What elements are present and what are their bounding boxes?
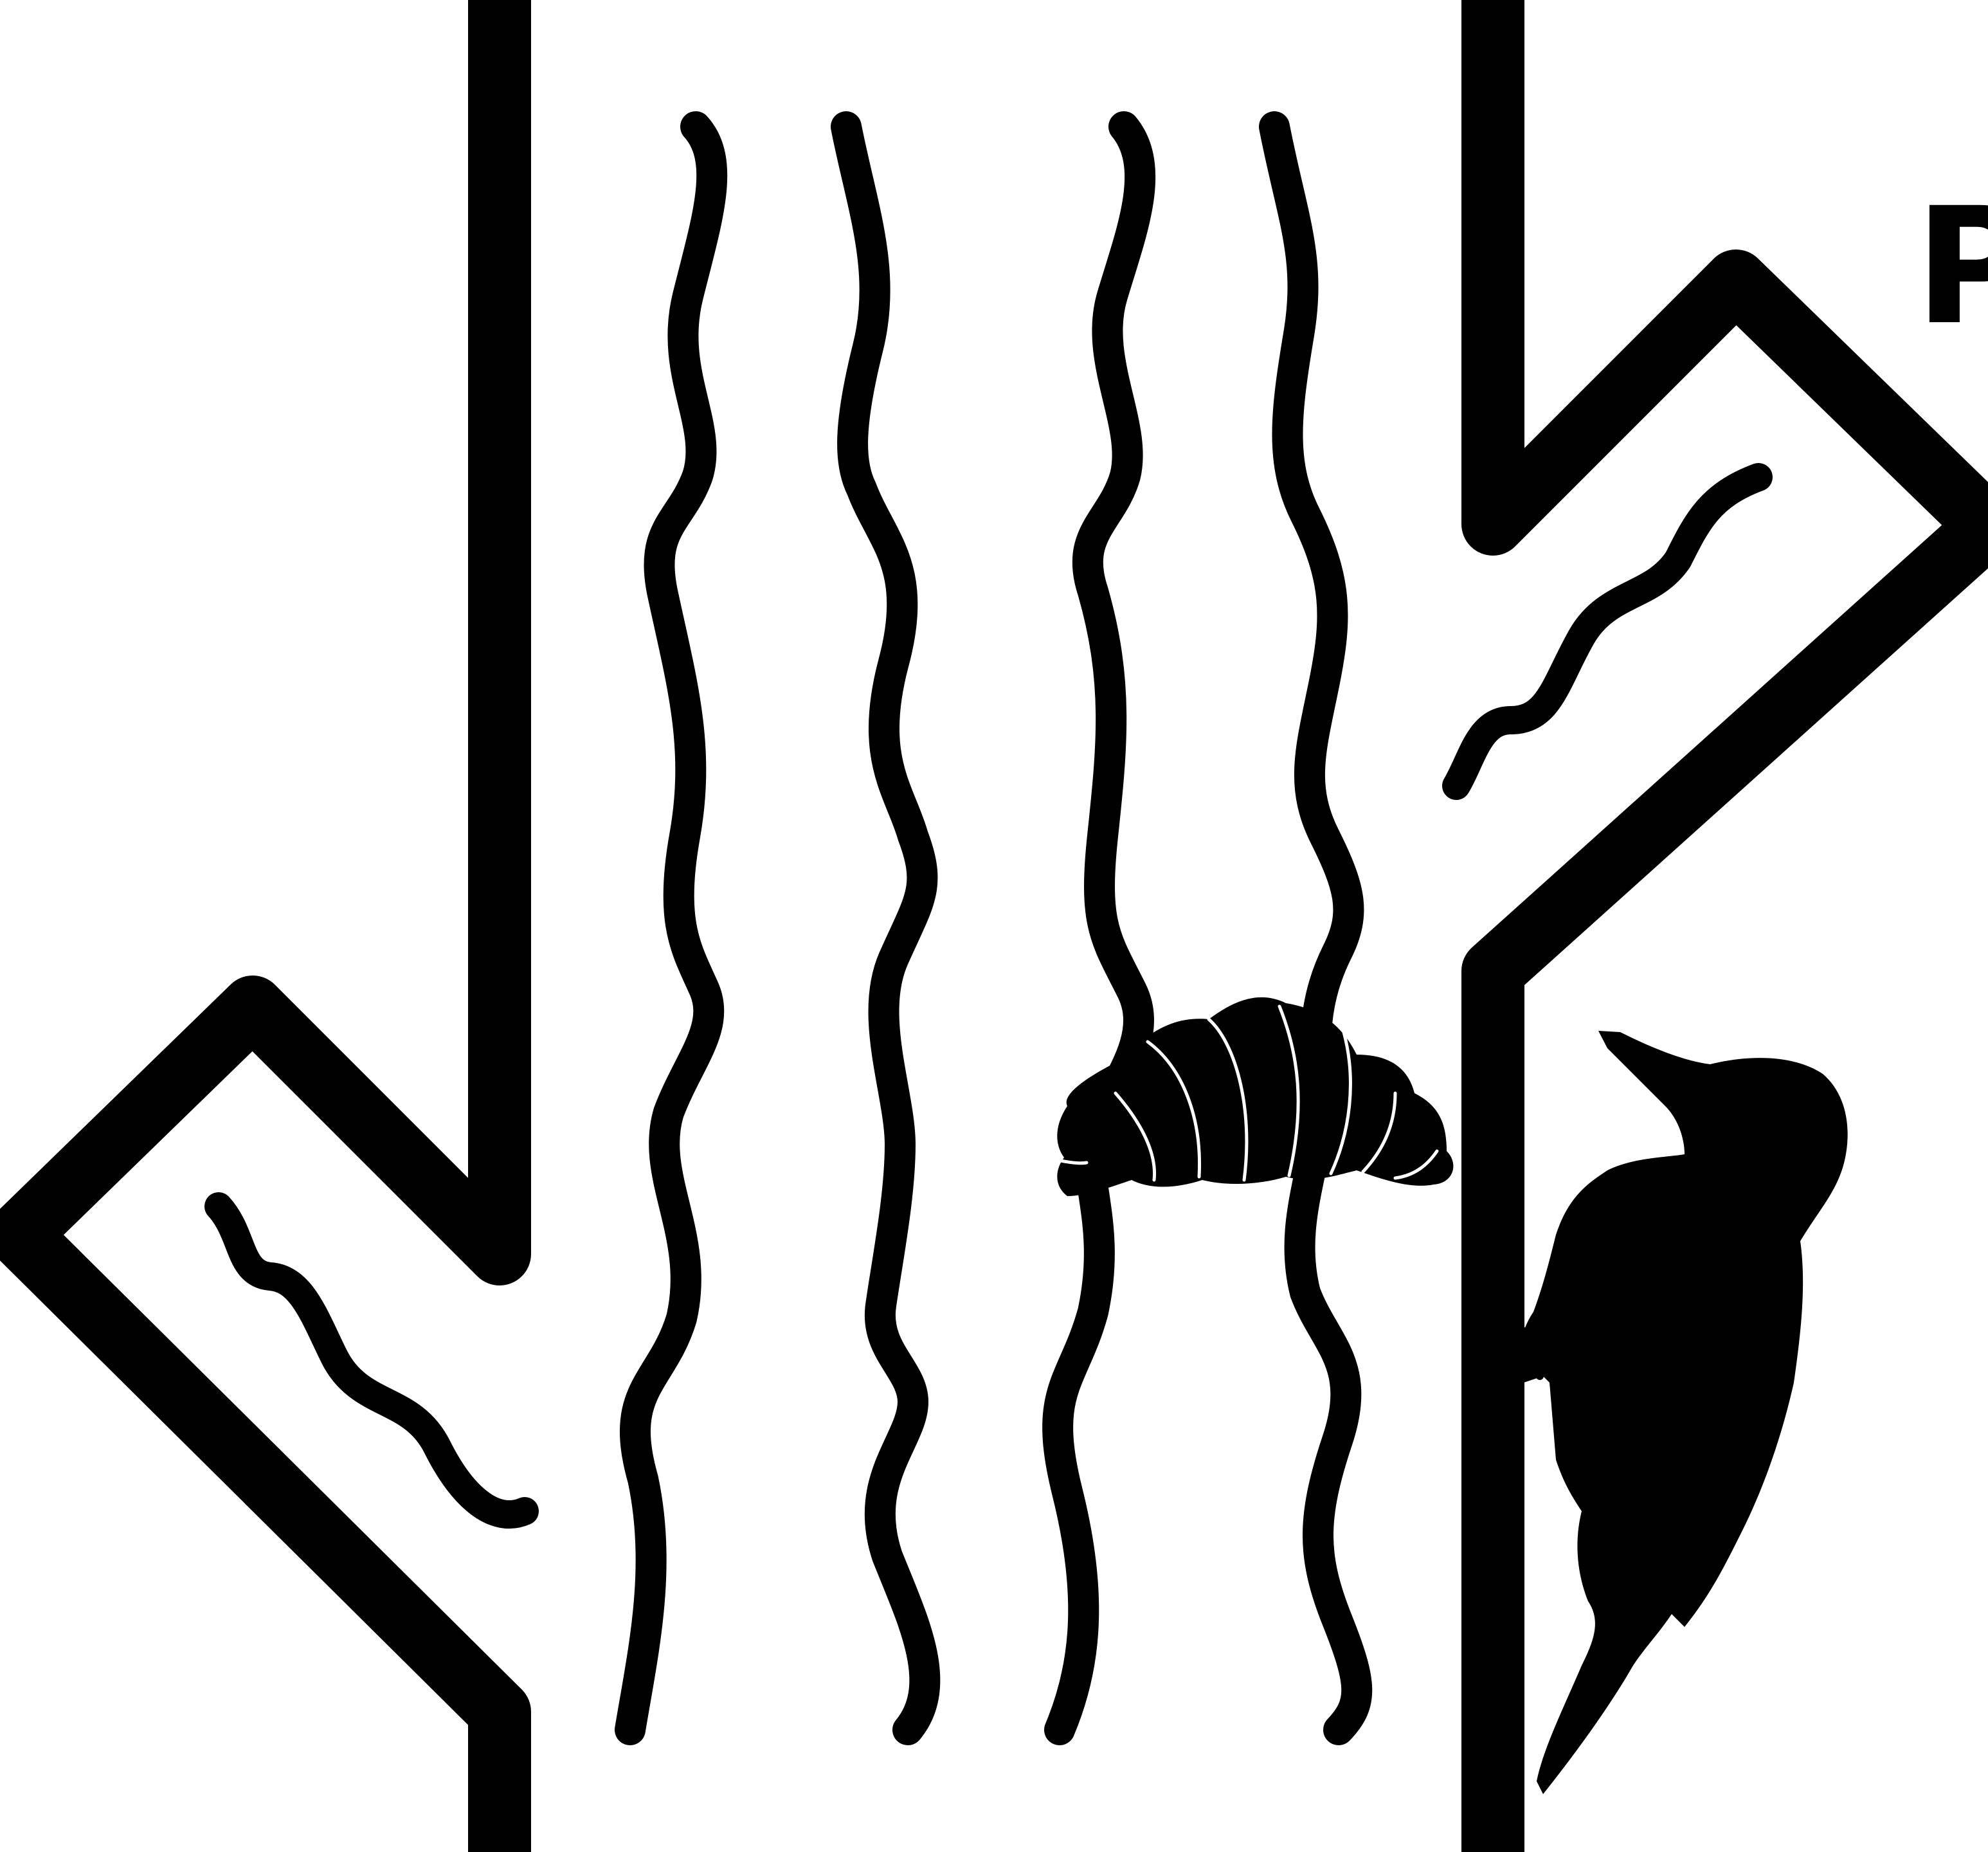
wood-grain-lines [630, 127, 1357, 1730]
left-trunk-upper-edge [19, 0, 500, 1852]
larva-icon [1057, 997, 1453, 1196]
edge-text: P [1915, 186, 1988, 347]
right-trunk-outline [1493, 0, 1988, 1852]
grain-line-3 [1058, 127, 1140, 1730]
grain-line-2 [846, 127, 925, 1730]
woodpecker-icon [1521, 1031, 1848, 1794]
woodpecker-body [1521, 1031, 1848, 1794]
grain-line-1 [630, 127, 712, 1730]
grain-line-4 [1274, 127, 1357, 1730]
